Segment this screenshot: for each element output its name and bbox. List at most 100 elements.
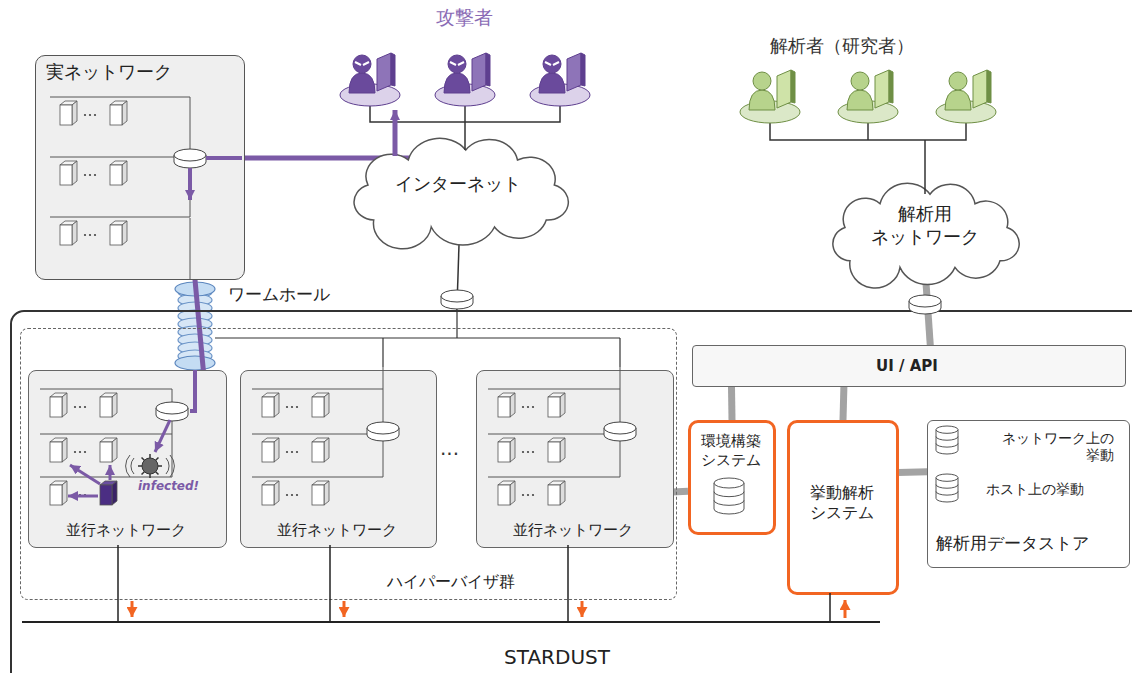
server-side <box>324 393 329 417</box>
bus-link <box>567 545 569 622</box>
database-band <box>936 437 958 441</box>
ellipsis-dot <box>84 114 86 116</box>
server-icon <box>312 393 329 417</box>
network-line <box>770 123 966 140</box>
server-side <box>112 438 117 462</box>
network-line <box>383 367 384 389</box>
server-icon <box>100 393 117 417</box>
malware-icon <box>126 454 175 478</box>
ellipsis-dot <box>79 406 81 408</box>
ellipsis-dot <box>89 114 91 116</box>
network-line <box>252 477 383 478</box>
computer-side <box>581 53 585 86</box>
malware-spike <box>156 458 159 461</box>
server-icon <box>60 221 77 245</box>
database-band <box>714 500 744 505</box>
router-icon <box>174 149 206 168</box>
network-line <box>924 140 926 194</box>
bus-link <box>329 545 331 622</box>
node-label: UI / API <box>693 357 1121 375</box>
network-line <box>488 477 620 478</box>
behavior-analysis-box: 挙動解析 システム <box>787 420 899 595</box>
server-side <box>62 438 67 462</box>
network-line <box>190 218 191 280</box>
router-top <box>367 422 399 434</box>
person-body <box>847 90 873 110</box>
ellipsis-dot <box>286 494 288 496</box>
server-front <box>100 397 112 417</box>
wormhole-portal <box>175 356 215 370</box>
ellipsis-dot <box>286 406 288 408</box>
ellipsis-dot <box>296 406 298 408</box>
server-front <box>262 442 274 462</box>
ellipsis-dot <box>296 451 298 453</box>
malware-spike <box>156 472 159 475</box>
connector <box>194 266 205 384</box>
server-side <box>274 393 279 417</box>
data-flow-arrow <box>131 601 134 617</box>
database-top <box>714 478 744 488</box>
server-side <box>122 161 127 185</box>
person-body <box>349 73 375 93</box>
node-label: 並行ネットワーク <box>477 521 669 539</box>
ellipsis-dot <box>94 174 96 176</box>
router-icon <box>604 422 636 441</box>
database-band <box>936 491 958 495</box>
database-icon <box>936 426 958 454</box>
ellipsis-dot <box>532 494 534 496</box>
server-front <box>312 485 324 505</box>
server-icon <box>110 221 127 245</box>
cloud-shape <box>833 183 1019 288</box>
node-label: ネットワーク上の 挙動 <box>986 430 1114 464</box>
server-front <box>110 165 122 185</box>
server-icon <box>100 481 117 505</box>
ellipsis-dot <box>74 406 76 408</box>
node-label: ホスト上の挙動 <box>986 481 1121 498</box>
node-label: 環境構築 システム <box>691 432 771 470</box>
node-label: インターネット <box>345 173 570 195</box>
ellipsis-dot <box>291 494 293 496</box>
node-label: ハイパーバイザ群 <box>321 572 581 591</box>
network-line <box>252 434 383 435</box>
server-front <box>100 485 112 505</box>
person-head <box>949 72 967 90</box>
database-band <box>714 492 744 497</box>
ellipsis-dot <box>84 406 86 408</box>
data-flow-arrow <box>581 601 584 617</box>
computer-icon <box>777 70 791 108</box>
infected-label: infected! <box>138 479 199 493</box>
server-icon <box>60 161 77 185</box>
ellipsis-dot <box>84 234 86 236</box>
mask-eyes <box>355 62 369 65</box>
bus-link <box>829 593 831 622</box>
router-top <box>174 149 206 161</box>
attack-path <box>190 370 195 411</box>
attacker-icon <box>340 53 400 106</box>
server-front <box>548 485 560 505</box>
stardust-bus <box>22 621 880 623</box>
attack-path <box>188 168 192 200</box>
server-side <box>72 221 77 245</box>
person-body <box>945 90 971 110</box>
server-icon <box>548 438 565 462</box>
server-side <box>274 438 279 462</box>
node-label: 解析用データストア <box>936 533 1126 553</box>
computer-side <box>987 70 991 103</box>
server-icon <box>498 393 515 417</box>
malware-spike <box>158 465 162 467</box>
server-front <box>110 225 122 245</box>
server-side <box>112 481 117 505</box>
database-band <box>936 443 958 447</box>
ellipsis-dot <box>296 494 298 496</box>
server-side <box>510 393 515 417</box>
ellipsis-dot <box>527 406 529 408</box>
computer-side <box>391 53 395 86</box>
person-head <box>851 72 869 90</box>
server-icon <box>262 393 279 417</box>
server-icon <box>50 438 67 462</box>
infection-arrow <box>109 465 112 480</box>
ellipsis-dot <box>291 451 293 453</box>
node-label: 実ネットワーク <box>46 61 236 83</box>
ellipsis-dot <box>532 406 534 408</box>
server-side <box>324 438 329 462</box>
